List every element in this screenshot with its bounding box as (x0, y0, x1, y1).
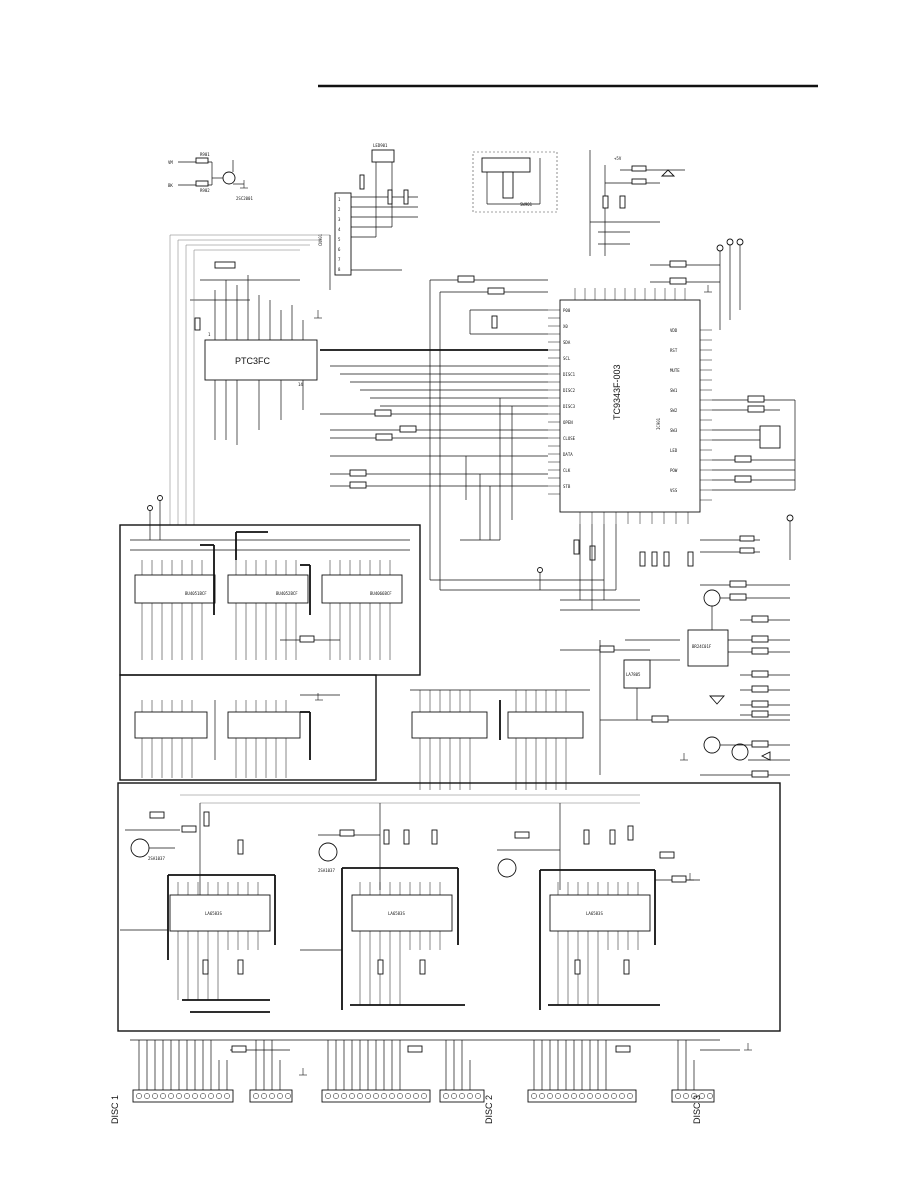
svg-text:SW2: SW2 (670, 408, 678, 413)
svg-text:SCL: SCL (563, 356, 571, 361)
driver-block-3: LA6583S (497, 825, 700, 1010)
mcu-right-cluster (650, 238, 796, 491)
svg-text:1: 1 (208, 332, 211, 337)
svg-text:CN901: CN901 (318, 233, 323, 246)
svg-text:4: 4 (338, 227, 341, 232)
mcu-left-wiring (320, 275, 548, 590)
svg-text:CLK: CLK (563, 468, 571, 473)
svg-text:IC901: IC901 (656, 417, 661, 430)
eeprom-label: BR24C01F (692, 644, 712, 649)
svg-text:DISC2: DISC2 (563, 388, 576, 393)
svg-text:6: 6 (338, 247, 341, 252)
bottom-connectors: DISC 1 DISC 2 DISC 3 (110, 1039, 740, 1124)
ground-symbols (240, 180, 752, 1076)
disc1-label: DISC 1 (110, 1095, 120, 1124)
driver3-label: LA6583S (586, 911, 603, 916)
input-transistor-section: R901 R902 2SC2001 VM BK (168, 152, 253, 201)
mcu-label: TC9343F-003 (612, 364, 622, 420)
svg-text:SDA: SDA (563, 340, 571, 345)
svg-text:+5V: +5V (614, 156, 622, 161)
svg-text:DATA: DATA (563, 452, 573, 457)
driver-section-frame (117, 782, 781, 1032)
power-section: BR24C01F LA7805 (599, 580, 790, 778)
ic-mid-a-label: BU4051BCF (185, 591, 207, 596)
driver-bus (180, 794, 640, 900)
sw-box-label: SW901 (520, 202, 533, 207)
mcu-bottom-passives (430, 514, 794, 611)
driver-block-2: 2SA1037 LA6583S (300, 829, 465, 1010)
svg-text:5: 5 (338, 237, 341, 242)
disc2-label: DISC 2 (484, 1095, 494, 1124)
svg-text:VDD: VDD (670, 328, 678, 333)
svg-text:3: 3 (338, 217, 341, 222)
svg-text:MUTE: MUTE (670, 368, 680, 373)
svg-text:BK: BK (168, 183, 173, 188)
svg-text:R902: R902 (200, 188, 210, 193)
svg-text:LED901: LED901 (373, 143, 388, 148)
svg-text:LED: LED (670, 448, 678, 453)
disc3-label: DISC 3 (692, 1095, 702, 1124)
svg-text:14: 14 (298, 382, 303, 387)
tr1-label: 2SC2001 (236, 196, 253, 201)
svg-text:8: 8 (338, 267, 341, 272)
ic-mid-b-label: BU4052BCF (276, 591, 298, 596)
ic-top-left-label: PTC3FC (235, 356, 271, 366)
driver2-label: LA6583S (388, 911, 405, 916)
svg-text:DISC1: DISC1 (563, 372, 576, 377)
top-connector: 1 2 3 4 5 6 7 8 LED901 CN901 (318, 143, 418, 276)
regulator-label: LA7805 (626, 672, 641, 677)
svg-text:X0: X0 (563, 324, 568, 329)
top-right-passives: +5V (589, 150, 685, 256)
svg-text:VM: VM (168, 160, 173, 165)
tr2-label: 2SA1037 (148, 856, 165, 861)
svg-text:DISC3: DISC3 (563, 404, 576, 409)
svg-text:CLOSE: CLOSE (563, 436, 576, 441)
ic-mid-c-label: BU4066BCF (370, 591, 392, 596)
svg-text:SW3: SW3 (670, 428, 678, 433)
svg-text:STB: STB (563, 484, 571, 489)
second-ic-row (119, 645, 650, 790)
svg-text:RST: RST (670, 348, 678, 353)
svg-text:OPEN: OPEN (563, 420, 573, 425)
driver1-label: LA6583S (205, 911, 222, 916)
left-bus (169, 234, 331, 525)
svg-text:SW1: SW1 (670, 388, 678, 393)
svg-text:2: 2 (338, 207, 341, 212)
svg-text:1: 1 (338, 197, 341, 202)
mid-ic-box: BU4051BCF BU4052BCF BU4066BCF (119, 495, 421, 676)
svg-text:7: 7 (338, 257, 341, 262)
driver-block-1: 2SA1037 LA6583S (120, 811, 276, 1013)
ic-top-left: PTC3FC 1 14 (190, 261, 318, 445)
switch-box: SW901 (472, 151, 558, 213)
svg-text:VSS: VSS (670, 488, 678, 493)
mcu: TC9343F-003 IC901 (548, 288, 712, 524)
tr3-label: 2SA1037 (318, 868, 335, 873)
svg-text:P00: P00 (563, 308, 571, 313)
svg-text:POW: POW (670, 468, 678, 473)
svg-text:R901: R901 (200, 152, 210, 157)
